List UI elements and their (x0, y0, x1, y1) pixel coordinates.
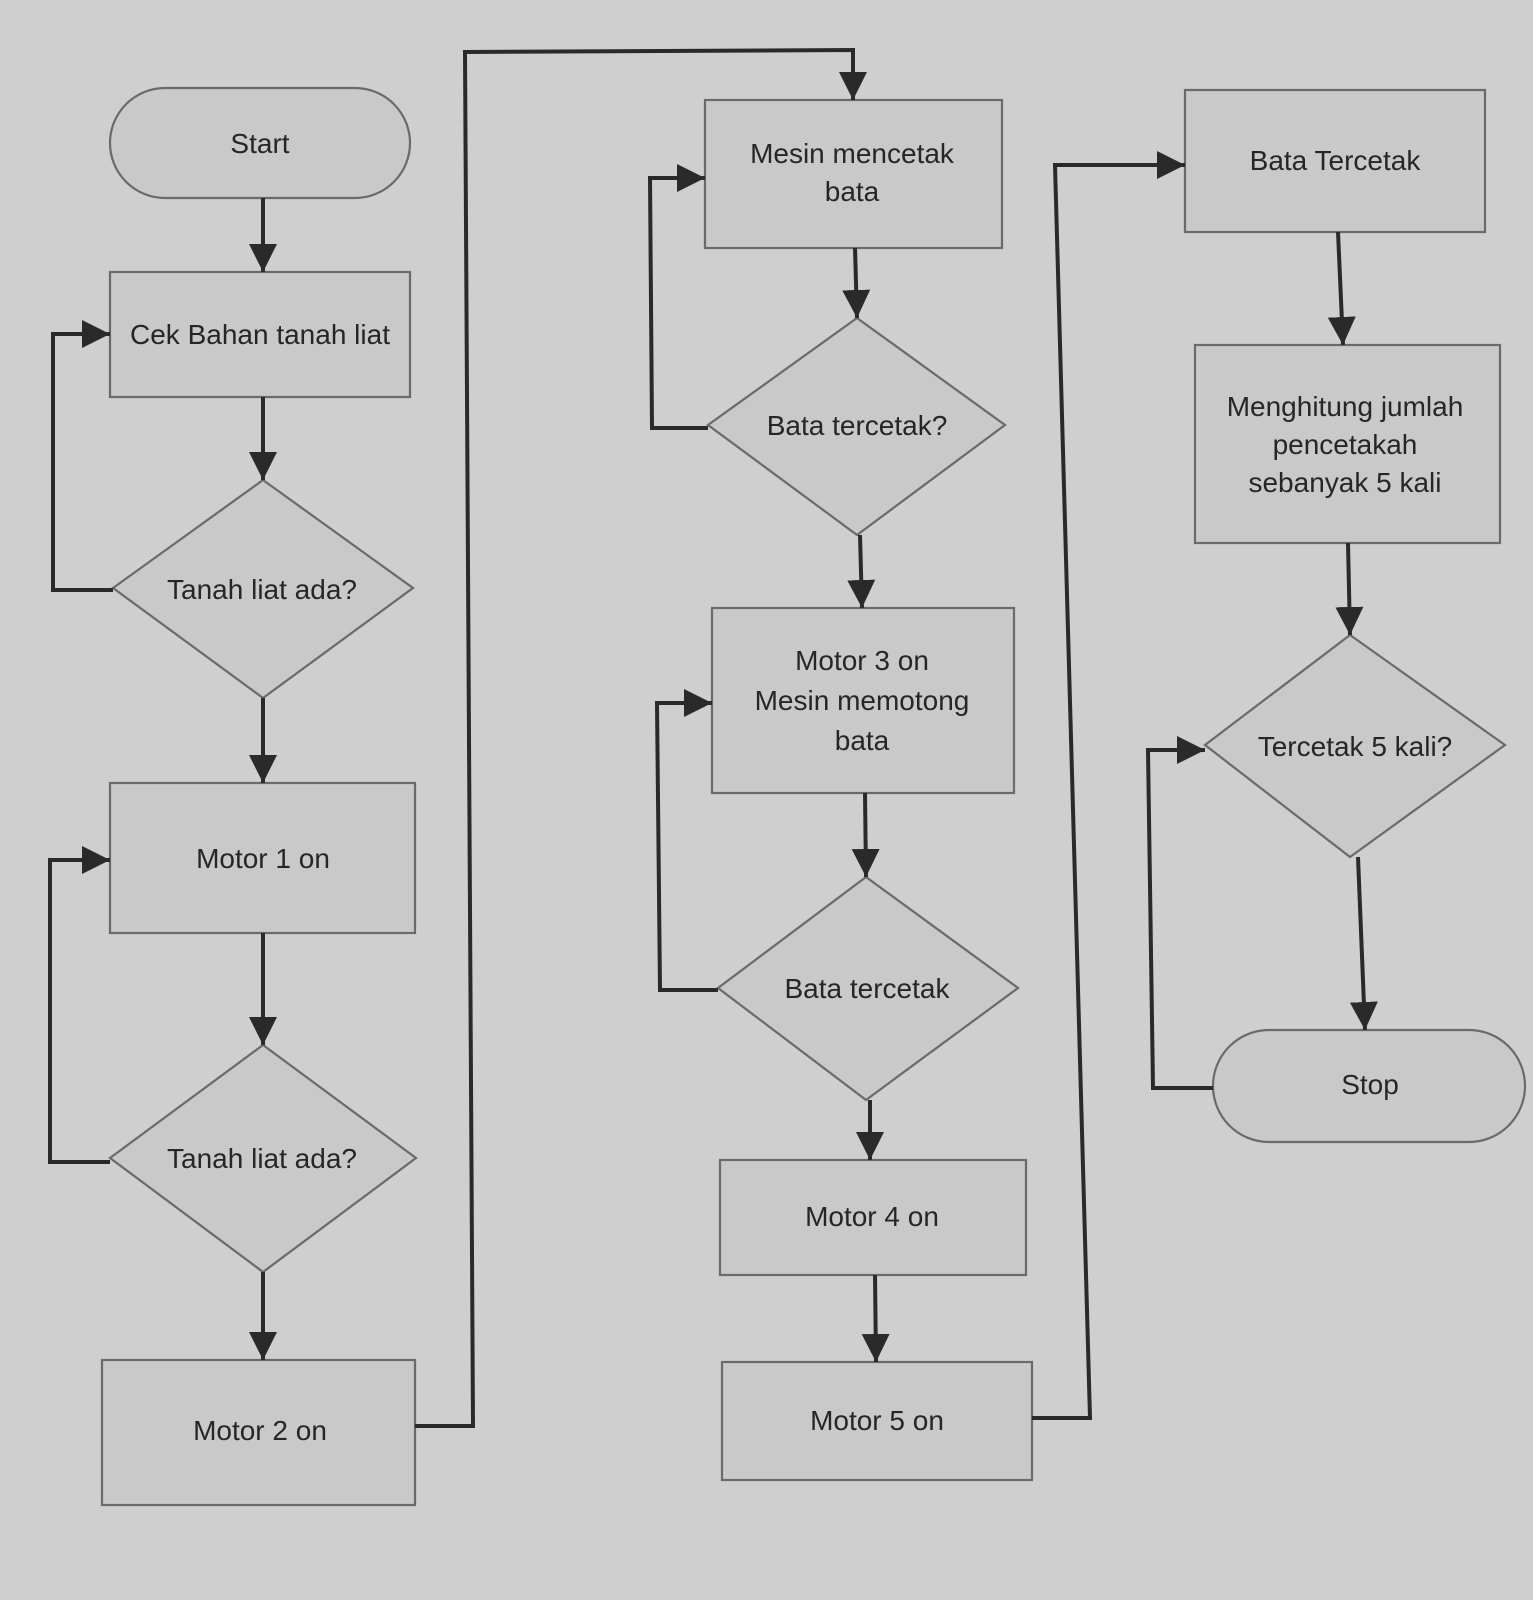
connector-mesin-decision3 (842, 247, 871, 319)
motor2-process (100, 1358, 417, 1507)
bata-tercetak-decision-1 (706, 316, 1007, 537)
mesin-mencetak-label-line2: bata (825, 176, 880, 207)
cek-bahan-label: Cek Bahan tanah liat (130, 319, 390, 350)
motor4-process (718, 1158, 1028, 1277)
cek-bahan-process (108, 270, 412, 399)
loop-stop-decision5 (1145, 736, 1213, 1090)
connector-menghitung-decision5 (1335, 542, 1364, 636)
motor4-label: Motor 4 on (805, 1201, 939, 1232)
loop-decision4-motor3 (654, 689, 718, 992)
tanah-liat-decision-2-label: Tanah liat ada? (167, 1143, 357, 1174)
motor3-process (710, 606, 1016, 795)
tercetak-5-kali-decision (1203, 633, 1507, 859)
connector-motor4-motor5 (861, 1274, 890, 1363)
start-label: Start (230, 128, 289, 159)
start-terminal (108, 86, 412, 200)
motor3-label-line1: Motor 3 on (795, 645, 929, 676)
motor3-label-line3: bata (835, 725, 890, 756)
loop-decision1-cek (51, 320, 113, 592)
connector-motor5-bata (1032, 151, 1185, 1420)
connector-motor3-decision4 (851, 792, 880, 878)
motor2-label: Motor 2 on (193, 1415, 327, 1446)
connector-bata-menghitung (1327, 231, 1356, 346)
menghitung-process (1193, 343, 1502, 545)
connector-decision3-motor3 (847, 534, 876, 609)
tanah-liat-decision-1-label: Tanah liat ada? (167, 574, 357, 605)
connector-motor2-mesin (415, 47, 867, 1428)
menghitung-label-line1: Menghitung jumlah (1227, 391, 1464, 422)
motor3-label-line2: Mesin memotong (755, 685, 970, 716)
bata-tercetak-process-label: Bata Tercetak (1250, 145, 1422, 176)
connector-decision5-stop (1349, 856, 1378, 1031)
loop-decision2-motor1 (48, 846, 110, 1164)
motor1-label: Motor 1 on (196, 843, 330, 874)
bata-tercetak-decision-2 (716, 875, 1020, 1102)
mesin-mencetak-label-line1: Mesin mencetak (750, 138, 955, 169)
bata-tercetak-process (1183, 88, 1487, 234)
menghitung-label-line2: pencetakah (1273, 429, 1418, 460)
bata-tercetak-decision-1-label: Bata tercetak? (767, 410, 948, 441)
menghitung-label-line3: sebanyak 5 kali (1248, 467, 1441, 498)
motor5-label: Motor 5 on (810, 1405, 944, 1436)
mesin-mencetak-process (703, 98, 1004, 250)
loop-decision3-mesin (647, 164, 708, 430)
stop-label: Stop (1341, 1069, 1399, 1100)
bata-tercetak-decision-2-label: Bata tercetak (785, 973, 951, 1004)
tercetak-5-kali-label: Tercetak 5 kali? (1258, 731, 1453, 762)
motor5-process (720, 1360, 1034, 1482)
